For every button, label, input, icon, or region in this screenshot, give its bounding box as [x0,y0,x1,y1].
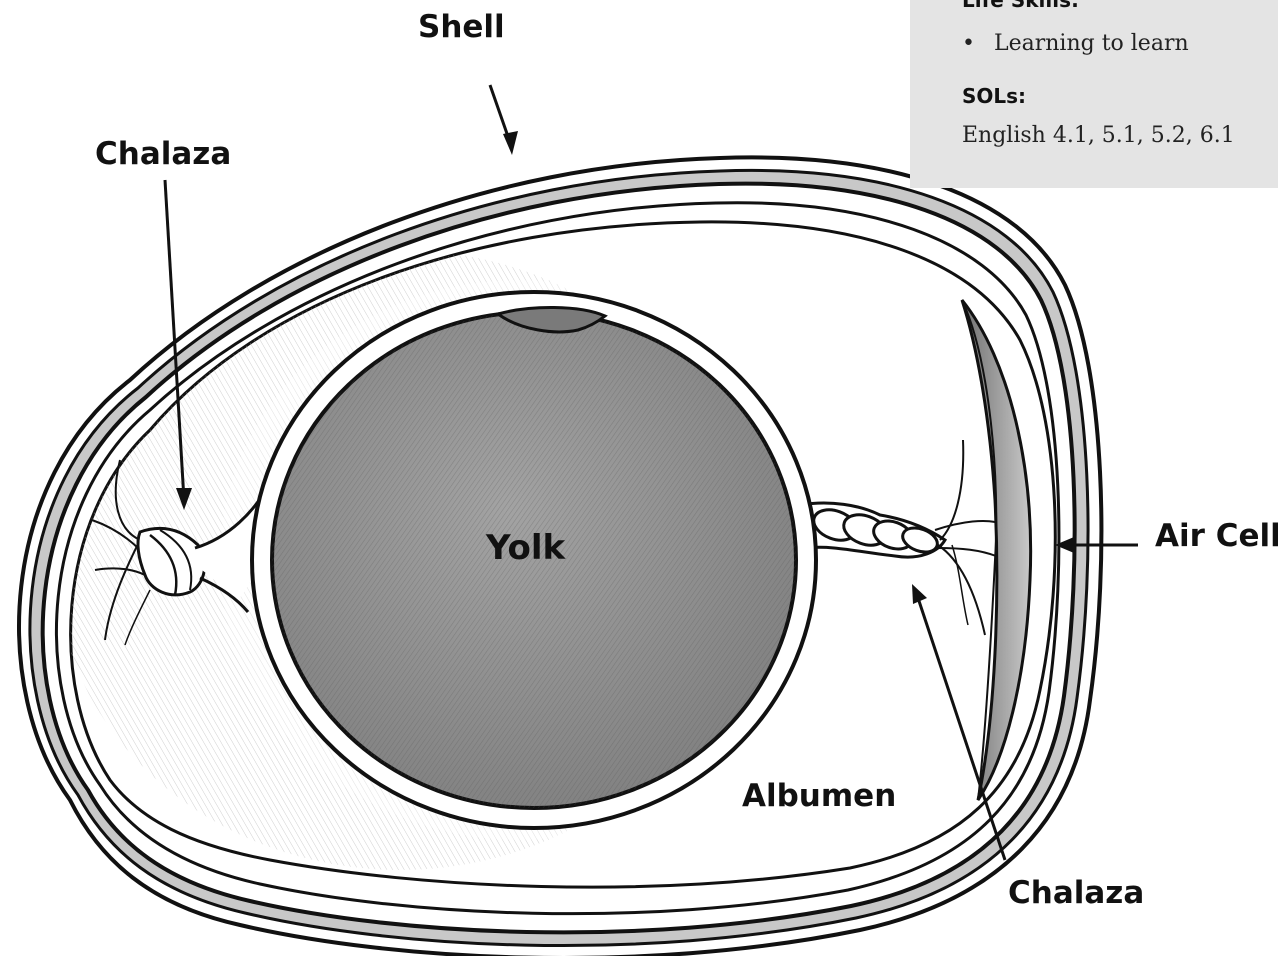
sols-text: English 4.1, 5.1, 5.2, 6.1 [962,125,1235,147]
info-box: Life Skills: • Learning to learn SOLs: E… [910,0,1278,188]
label-yolk: Yolk [486,531,565,565]
label-shell: Shell [418,12,505,43]
bullet: • [962,31,975,56]
life-skills-item-text: Learning to learn [994,31,1189,56]
label-albumen: Albumen [742,781,896,812]
sols-heading: SOLs: [962,86,1026,106]
life-skills-heading: Life Skills: [962,0,1079,10]
life-skills-item: • Learning to learn [962,33,1189,55]
label-air-cell: Air Cell [1155,521,1278,552]
label-chalaza-right: Chalaza [1008,878,1144,909]
label-chalaza-left: Chalaza [95,139,231,170]
